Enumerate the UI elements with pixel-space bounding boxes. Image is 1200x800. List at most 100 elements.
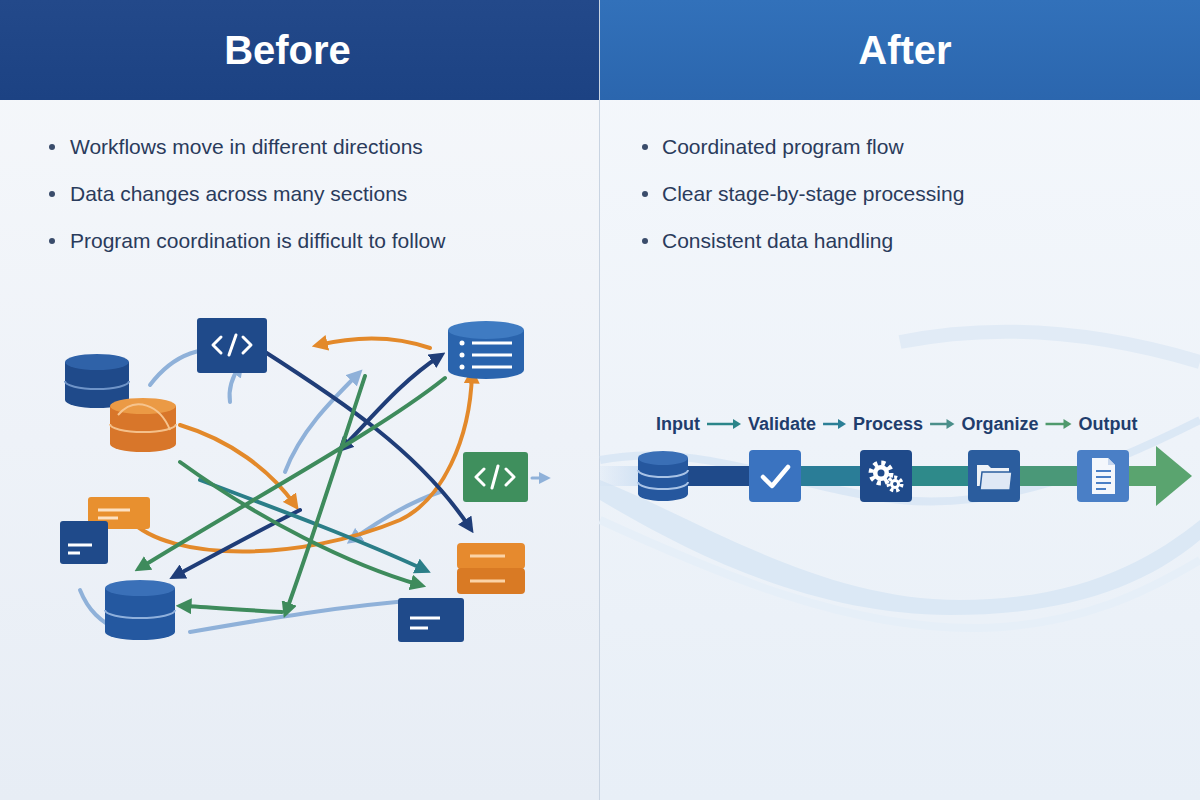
svg-circle — [878, 470, 885, 477]
bullet-text: Program coordination is difficult to fol… — [70, 227, 445, 255]
stage-icon — [860, 450, 912, 502]
bullet-row: Program coordination is difficult to fol… — [0, 227, 599, 255]
header-band: Before — [0, 0, 599, 100]
svg-path — [600, 480, 1200, 615]
svg-rect — [909, 466, 971, 486]
stage-icon — [749, 450, 801, 502]
bullet-row: Clear stage-by-stage processing — [600, 180, 1200, 208]
bullet-text: Consistent data handling — [662, 227, 893, 255]
svg-path — [1092, 458, 1115, 494]
svg-rect — [457, 568, 525, 594]
stage-label: Process — [853, 414, 923, 434]
svg-circle — [889, 478, 902, 491]
stage-label: Output — [1079, 414, 1138, 434]
svg-path — [150, 350, 232, 385]
svg-circle — [460, 353, 465, 358]
svg-rect — [60, 521, 108, 564]
svg-path — [68, 545, 92, 553]
svg-path — [200, 480, 425, 570]
svg-path — [65, 362, 129, 408]
bullet-row: Coordinated program flow — [600, 133, 1200, 161]
arrow-shaft — [1046, 423, 1066, 426]
svg-rect — [197, 318, 267, 373]
svg-path — [472, 343, 512, 367]
svg-rect — [457, 543, 525, 569]
bullet-text: Clear stage-by-stage processing — [662, 180, 964, 208]
svg-ellipse — [110, 398, 176, 414]
svg-path — [342, 356, 440, 448]
stage-icon — [637, 450, 689, 502]
svg-path — [190, 600, 420, 632]
svg-circle — [893, 482, 897, 486]
process-stage: Process — [846, 412, 930, 436]
svg-path — [286, 376, 365, 612]
svg-rect — [398, 598, 464, 642]
svg-path — [182, 606, 282, 612]
svg-path — [110, 424, 176, 432]
svg-rect — [686, 466, 752, 486]
svg-path — [80, 590, 122, 632]
svg-path — [352, 492, 440, 540]
arrow-head — [947, 419, 955, 429]
arrow-head — [838, 419, 846, 429]
stage-label: Validate — [748, 414, 816, 434]
svg-path — [532, 477, 546, 480]
panel-heading: After — [858, 28, 951, 73]
svg-path — [180, 462, 420, 585]
svg-path — [1108, 458, 1115, 465]
organize-stage: Organize — [955, 412, 1046, 436]
svg-path — [470, 556, 505, 581]
svg-path — [213, 335, 251, 355]
arrow-shaft — [930, 423, 948, 426]
svg-path — [285, 374, 358, 472]
svg-path — [448, 330, 524, 379]
bullet-row: Data changes across many sections — [0, 180, 599, 208]
bullet-row: Consistent data handling — [600, 227, 1200, 255]
flow-arrow — [1046, 419, 1072, 429]
arrow-shaft — [823, 423, 840, 426]
svg-ellipse — [65, 354, 129, 370]
svg-rect — [1126, 466, 1160, 486]
stage-icon — [1077, 450, 1129, 502]
svg-path — [1096, 471, 1111, 489]
pipeline-swoosh — [600, 332, 1200, 628]
header-band: After — [600, 0, 1200, 100]
svg-path — [763, 467, 788, 486]
svg-path — [98, 510, 130, 518]
svg-rect — [88, 497, 150, 529]
stage-label: Input — [656, 414, 700, 434]
bullet-dot — [49, 144, 55, 150]
svg-path — [229, 366, 240, 402]
svg-circle — [460, 341, 465, 346]
bullet-dot — [49, 191, 55, 197]
tangled-arrows — [80, 338, 546, 632]
flow-arrow — [930, 419, 954, 429]
svg-path — [980, 472, 1012, 490]
bullet-dot — [642, 238, 648, 244]
flow-arrow — [823, 419, 846, 429]
svg-path — [180, 425, 295, 505]
svg-circle — [873, 465, 889, 481]
svg-rect — [463, 452, 528, 502]
svg-rect — [1017, 466, 1080, 486]
left-icons — [60, 318, 528, 642]
svg-path — [638, 482, 688, 489]
svg-path — [600, 520, 1200, 628]
svg-path — [105, 610, 175, 618]
svg-circle — [890, 479, 900, 489]
bullet-text: Workflows move in different directions — [70, 133, 423, 161]
svg-rect — [798, 466, 863, 486]
flow-arrow — [707, 419, 741, 429]
svg-path — [65, 381, 129, 389]
bullet-dot — [49, 238, 55, 244]
svg-polygon — [1156, 446, 1192, 506]
svg-path — [130, 374, 472, 552]
before-panel: BeforeWorkflows move in different direct… — [0, 0, 600, 800]
svg-path — [110, 406, 176, 452]
svg-rect — [749, 450, 801, 502]
svg-path — [476, 466, 514, 488]
